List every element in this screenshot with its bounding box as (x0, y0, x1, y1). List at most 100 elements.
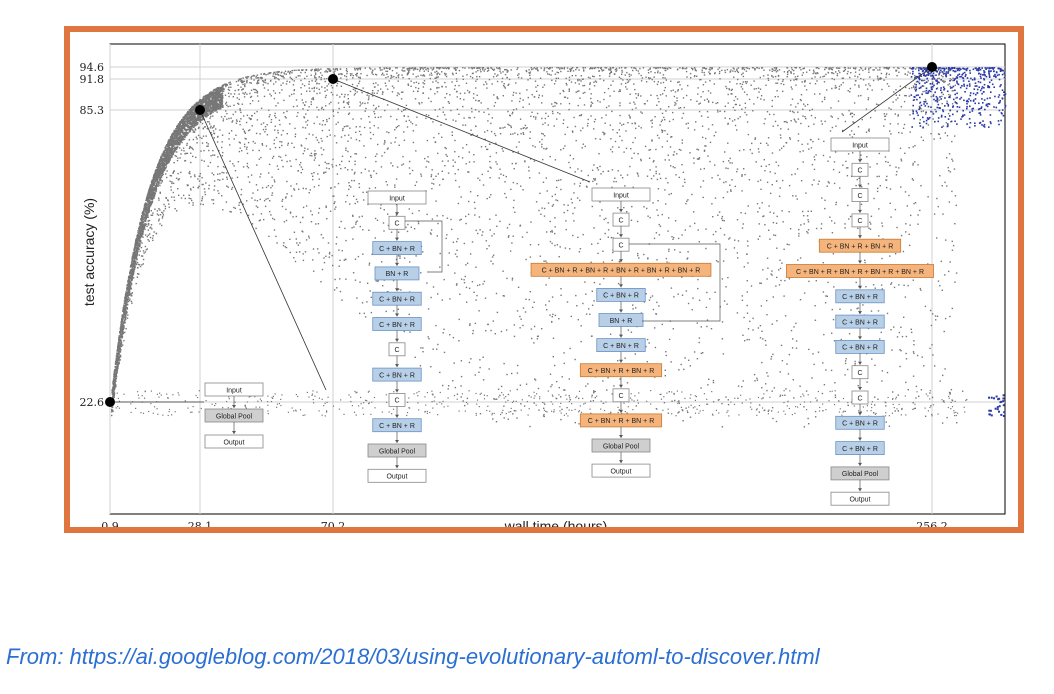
scatter-point (955, 204, 957, 207)
scatter-point (390, 231, 393, 233)
scatter-point (395, 67, 397, 69)
scatter-point (281, 141, 283, 143)
scatter-point (661, 213, 663, 216)
scatter-point (358, 82, 360, 85)
scatter-point (529, 77, 531, 79)
scatter-point (876, 75, 879, 77)
scatter-point (787, 70, 789, 73)
scatter-point (533, 301, 535, 303)
scatter-point (397, 231, 400, 233)
scatter-point (396, 125, 399, 128)
scatter-point (197, 186, 199, 189)
scatter-point (462, 124, 464, 126)
scatter-point (279, 123, 281, 126)
scatter-point (464, 67, 466, 69)
scatter-point (502, 84, 505, 87)
scatter-point (504, 192, 506, 195)
scatter-point (211, 134, 213, 136)
scatter-point (651, 119, 653, 121)
scatter-point (343, 96, 346, 98)
scatter-point (368, 115, 370, 118)
scatter-point (174, 155, 176, 157)
scatter-point (865, 84, 867, 86)
scatter-point (321, 74, 323, 77)
scatter-point (655, 148, 657, 151)
scatter-point (192, 131, 194, 133)
scatter-point (414, 184, 416, 187)
scatter-point (213, 189, 215, 191)
scatter-point (770, 358, 772, 360)
scatter-point (889, 130, 891, 132)
scatter-point (300, 71, 302, 74)
scatter-point (149, 233, 151, 235)
scatter-point (832, 253, 835, 255)
scatter-point (289, 212, 292, 214)
scatter-point (876, 190, 879, 193)
scatter-point (200, 203, 202, 205)
scatter-point (673, 392, 675, 395)
scatter-point (761, 361, 763, 364)
scatter-point (952, 244, 955, 247)
scatter-point (177, 157, 179, 159)
scatter-point (163, 210, 165, 212)
scatter-point (479, 359, 481, 361)
scatter-point (904, 94, 906, 97)
scatter-point (727, 122, 729, 125)
scatter-point (646, 207, 648, 210)
scatter-point (700, 186, 702, 188)
scatter-point (894, 253, 897, 255)
scatter-point (487, 67, 489, 69)
scatter-point (490, 67, 492, 69)
scatter-point (833, 78, 835, 81)
scatter-point (941, 185, 943, 187)
scatter-point (533, 116, 535, 118)
scatter-point (924, 90, 926, 93)
scatter-point (258, 220, 261, 222)
scatter-point (437, 293, 439, 295)
scatter-point (258, 158, 260, 160)
scatter-point (288, 95, 291, 97)
scatter-point (305, 69, 308, 71)
scatter-point (656, 178, 659, 181)
scatter-point (366, 74, 368, 77)
scatter-point (628, 80, 630, 82)
scatter-point (253, 88, 255, 91)
scatter-point (721, 219, 724, 222)
scatter-point (760, 305, 763, 307)
scatter-point (539, 192, 541, 195)
scatter-point (697, 87, 699, 89)
scatter-point (649, 149, 652, 151)
scatter-point (314, 76, 316, 79)
scatter-point (369, 174, 372, 177)
scatter-point (562, 89, 564, 92)
scatter-point (419, 68, 422, 70)
scatter-point (574, 82, 577, 84)
scatter-point (900, 186, 902, 188)
scatter-point (768, 229, 770, 231)
scatter-point (577, 168, 579, 170)
scatter-point (260, 73, 262, 75)
scatter-point (226, 178, 228, 180)
scatter-point (847, 153, 850, 155)
scatter-point (252, 140, 254, 143)
scatter-point (513, 410, 516, 412)
scatter-point (579, 97, 581, 99)
scatter-point (801, 74, 803, 76)
scatter-point (681, 117, 683, 119)
scatter-point (314, 70, 316, 72)
scatter-point (731, 93, 733, 95)
scatter-point (128, 299, 131, 302)
scatter-point (696, 358, 699, 360)
scatter-point (137, 249, 139, 251)
scatter-point (190, 176, 192, 178)
scatter-point (715, 260, 718, 262)
scatter-point (530, 221, 532, 223)
scatter-point (261, 80, 264, 82)
scatter-point (652, 161, 655, 163)
scatter-point (207, 165, 209, 167)
scatter-point (507, 84, 509, 86)
scatter-point (302, 152, 304, 155)
scatter-point (889, 255, 891, 257)
scatter-point (300, 161, 302, 164)
scatter-point (824, 120, 826, 123)
